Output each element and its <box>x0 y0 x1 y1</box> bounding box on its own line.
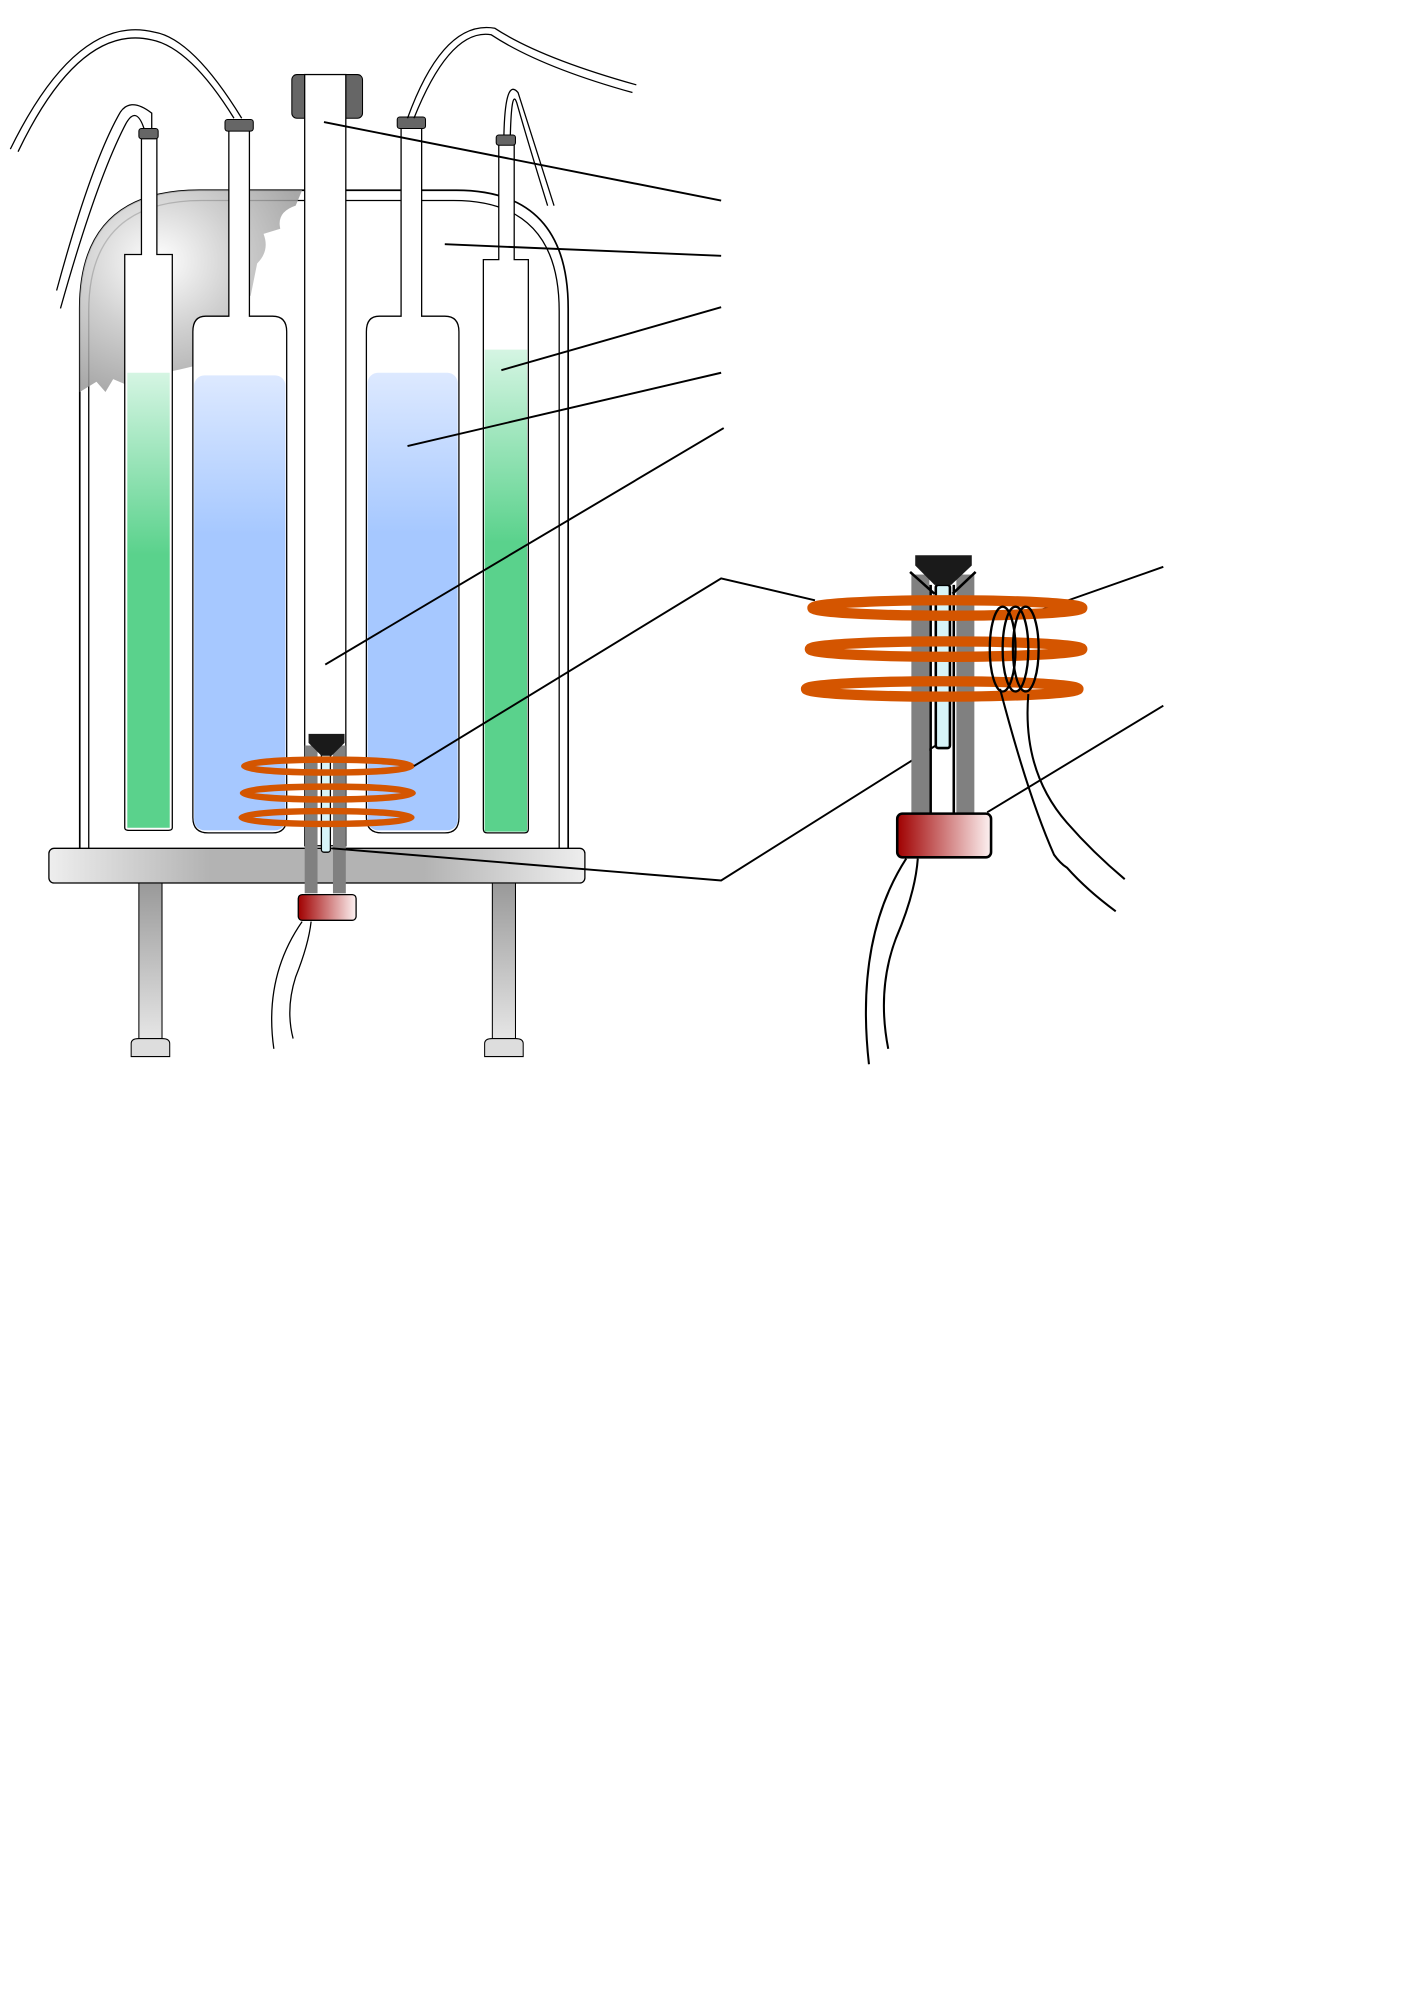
leg-left <box>138 882 163 1041</box>
leader-lines <box>323 121 1164 882</box>
leg-right <box>491 882 516 1041</box>
blue-bottle-right <box>365 116 460 834</box>
magnified-detail <box>800 555 1126 1065</box>
blue-bottle-left <box>192 119 288 834</box>
foot-right <box>484 1038 524 1058</box>
thermocouple-coil <box>988 605 1040 693</box>
green-tube-right <box>482 134 529 834</box>
small-coil <box>238 756 416 828</box>
tubing <box>9 26 637 1049</box>
green-tube-left <box>124 128 173 831</box>
central-insert <box>291 73 364 921</box>
foot-left <box>130 1038 171 1058</box>
large-coil <box>800 595 1088 702</box>
